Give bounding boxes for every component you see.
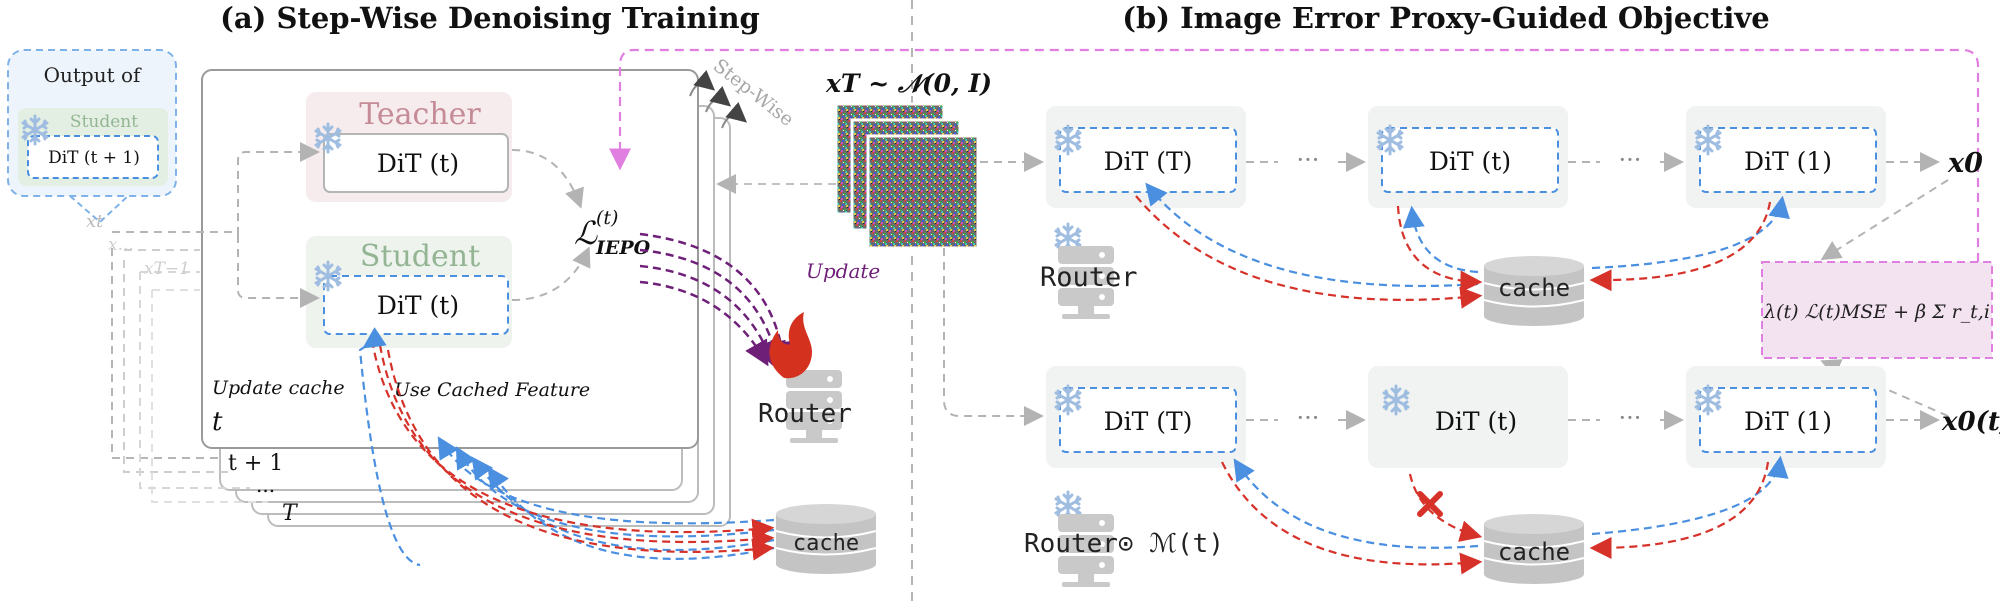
update-cache-label: Update cache [212,377,345,399]
formula-box: λ(t) ℒ(t)MSE + β Σ r_t,i [1761,261,1993,359]
cache-a-arrows [358,327,775,567]
fire-icon [769,312,812,379]
step-dots-label: ... [256,473,275,497]
router-bottom-label: Router⊙ ℳ(t) [1024,529,1224,559]
top-dit-T-label: DiT (T) [1104,147,1193,176]
bottom-dit-t-label: DiT (t) [1435,407,1517,436]
teacher-dit-label: DiT (t) [377,149,459,178]
x0t-label: x0(t) [1941,407,2000,437]
bottom-dots-2: ··· [1619,404,1642,432]
student-dit-label: DiT (t) [377,291,459,320]
panel-a-title: (a) Step-Wise Denoising Training [220,1,760,35]
noise-label: xT ~ 𝒩(0, I) [825,69,992,98]
xt-inputs [111,231,268,503]
output-dit-label: DiT (t + 1) [48,148,140,168]
top-dit-1-label: DiT (1) [1744,147,1832,176]
loss-main: ℒ [574,214,598,252]
cache-a: cache [775,503,877,575]
top-dots-1: ··· [1297,146,1320,174]
cache-top-arrows [1135,182,1790,309]
student-label: Student [360,239,480,274]
bottom-dit-1-label: DiT (1) [1744,407,1832,436]
noise-flow-arrows [943,152,1044,426]
update-label: Update [806,259,880,283]
cache-bottom-label: cache [1498,538,1570,566]
loss-iepo: ℒ (t) IEPO [574,207,651,259]
student-block: Student DiT (t) [306,236,512,348]
pink-feedback-arrow [609,48,1980,262]
noise-stack [834,102,980,250]
bottom-dit-t: DiT (t) [1368,366,1568,468]
cache-bottom: cache [1483,513,1585,585]
cache-top: cache [1483,255,1585,327]
cache-a-label: cache [793,531,859,556]
internal-arrows [237,142,591,308]
step-t-label: t [212,407,223,437]
teacher-block: Teacher DiT (t) [306,92,512,202]
top-dit-t-label: DiT (t) [1429,147,1511,176]
blocked-x-icon [1417,491,1443,517]
top-dots-2: ··· [1619,146,1642,174]
use-cached-label: Use Cached Feature [394,379,590,401]
bottom-dit-T: DiT (T) [1046,366,1246,468]
top-dit-1: DiT (1) [1686,106,1886,208]
output-callout: Output of Student DiT (t + 1) [7,49,177,224]
x-dots-label: x... [108,235,134,255]
step-T-label: T [282,501,299,526]
top-dit-T: DiT (T) [1046,106,1246,208]
bottom-dit-1: DiT (1) [1686,366,1886,468]
cache-bottom-arrows [1221,455,1789,575]
loss-sub: IEPO [595,237,651,259]
top-row: DiT (T) DiT (t) DiT (1) ··· ··· x0 [1046,106,1983,208]
formula-text: λ(t) ℒ(t)MSE + β Σ r_t,i [1763,301,1990,323]
teacher-label: Teacher [359,97,481,132]
bottom-dots-1: ··· [1297,404,1320,432]
output-student-label: Student [70,112,138,132]
panel-b-title: (b) Image Error Proxy-Guided Objective [1122,1,1770,35]
top-dit-t: DiT (t) [1368,106,1568,208]
bottom-dit-T-label: DiT (T) [1104,407,1193,436]
router-top: Router [1040,222,1138,319]
router-fire: Router [758,312,852,443]
router-bottom: Router⊙ ℳ(t) [1024,490,1224,587]
step-wise-arrows [689,69,748,129]
x0-label: x0 [1947,148,1983,179]
step-t1-label: t + 1 [228,451,283,476]
x-t-label: xt [86,211,104,232]
router-top-label: Router [1040,262,1138,293]
bottom-row: DiT (T) DiT (t) DiT (1) ··· ··· x0(t) [1046,366,2000,468]
router-a-label: Router [758,399,852,429]
output-of-label: Output of [44,63,142,87]
loss-sup: (t) [596,207,618,229]
cache-top-label: cache [1498,274,1570,302]
update-arrows [639,232,794,367]
x-T1-label: xT−1 [144,259,190,279]
